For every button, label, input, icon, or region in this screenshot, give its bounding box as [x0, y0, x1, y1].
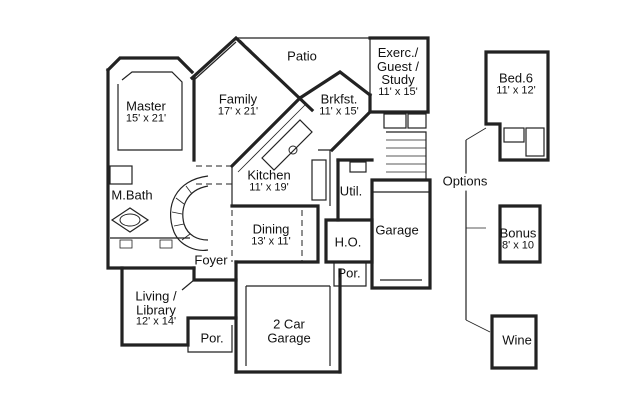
room-label-bed6: Bed.6 11' x 12': [496, 71, 535, 96]
room-label-living-library: Living / Library 12' x 14': [135, 288, 177, 329]
room-label-por-left: Por.: [200, 331, 223, 348]
room-name-line1: Exerc./: [377, 44, 419, 60]
room-name-line2: Library: [136, 302, 176, 318]
room-name: Bed.6: [499, 70, 533, 86]
room-name: Brkfst.: [320, 91, 358, 107]
room-label-patio: Patio: [287, 49, 317, 66]
room-dims: 11' x 12': [496, 84, 536, 97]
room-name: Wine: [502, 332, 532, 348]
room-dims: 15' x 21': [125, 112, 167, 125]
room-name: Foyer: [194, 252, 228, 268]
room-name: Bonus: [499, 225, 537, 241]
room-dims: 11' x 19': [249, 181, 289, 194]
room-name: Por.: [337, 265, 361, 281]
options-walls: [465, 50, 550, 370]
room-name-line3: Study: [381, 72, 415, 88]
room-label-util: Util.: [340, 184, 362, 201]
options-label: Options: [439, 173, 491, 191]
room-name-line2: Guest /: [377, 58, 419, 74]
room-dims: 11' x 15': [378, 85, 418, 98]
room-dims: 8' x 10: [501, 239, 535, 252]
room-name: Family: [218, 91, 258, 107]
room-label-exerc-guest-study: Exerc./ Guest / Study 11' x 15': [377, 46, 419, 98]
room-dims: 13' x 11': [251, 235, 291, 248]
room-label-brkfst: Brkfst. 11' x 15': [319, 92, 358, 117]
room-name: Patio: [287, 48, 317, 64]
options-title: Options: [442, 173, 488, 189]
room-name-line2: Garage: [267, 330, 311, 345]
room-label-por-right: Por.: [337, 266, 360, 283]
room-name: M.Bath: [111, 187, 153, 203]
room-name: Garage: [375, 222, 419, 238]
room-label-garage: Garage: [375, 223, 418, 240]
room-name-line1: 2 Car: [273, 316, 305, 332]
room-label-bonus: Bonus 8' x 10: [500, 226, 537, 251]
room-dims: 11' x 15': [319, 105, 359, 118]
room-label-mbath: M.Bath: [111, 188, 152, 205]
room-name: Util.: [339, 183, 363, 199]
room-label-wine: Wine: [502, 333, 532, 350]
room-name: Por.: [200, 330, 224, 346]
room-label-ho: H.O.: [335, 235, 362, 252]
room-name: H.O.: [334, 234, 362, 250]
room-name: Dining: [252, 221, 290, 237]
room-label-2-car-garage: 2 Car Garage: [267, 317, 310, 344]
room-name: Master: [126, 98, 166, 114]
room-label-dining: Dining 13' x 11': [251, 222, 290, 247]
room-dims: 12' x 14': [135, 315, 177, 328]
room-label-family: Family 17' x 21': [218, 92, 258, 117]
room-label-master: Master 15' x 21': [126, 99, 166, 124]
room-name-line1: Living /: [135, 288, 177, 304]
main-house-walls: [105, 35, 432, 374]
room-dims: 17' x 21': [217, 105, 259, 118]
room-label-foyer: Foyer: [194, 253, 227, 270]
room-name: Kitchen: [247, 167, 291, 183]
room-label-kitchen: Kitchen 11' x 19': [247, 168, 290, 193]
